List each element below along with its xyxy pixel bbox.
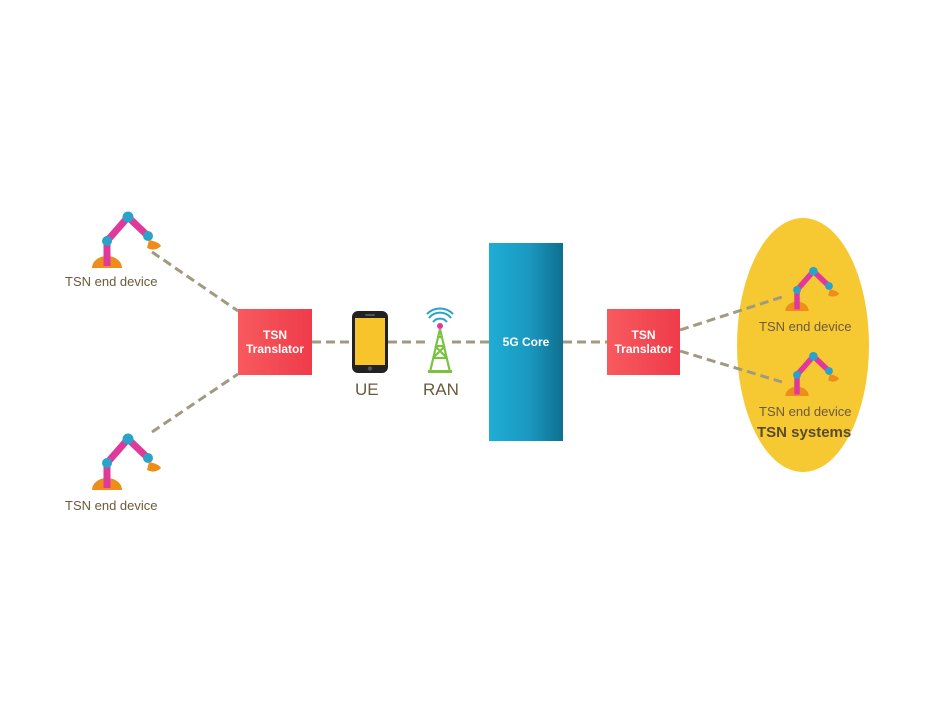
robot-arm-icon: [92, 212, 161, 269]
tsn-translator-right-line2: Translator: [614, 342, 673, 356]
tsn-translator-right-line1: TSN: [631, 328, 656, 342]
link-device-bottom-translator: [151, 372, 239, 434]
tsn-end-device-label: TSN end device: [759, 404, 852, 419]
smartphone-icon: [352, 311, 388, 373]
tsn-translator-left-line2: Translator: [245, 342, 305, 356]
robot-arm-icon: [92, 434, 161, 491]
ue-label: UE: [355, 380, 379, 399]
tsn-translator-right-label: TSN Translator: [607, 328, 680, 356]
tsn-translator-right: [607, 309, 680, 375]
link-device-top-translator: [151, 250, 239, 313]
tsn-end-device-label: TSN end device: [65, 498, 158, 513]
5g-core-block: [489, 243, 563, 441]
ran-label: RAN: [423, 380, 459, 399]
tsn-translator-left: [238, 309, 312, 375]
link-translator-device-bottom: [679, 349, 783, 384]
tsn-end-device-label: TSN end device: [65, 274, 158, 289]
5g-core-label: 5G Core: [502, 335, 550, 349]
link-translator-device-top: [679, 295, 783, 332]
tsn-systems-group: [737, 218, 869, 472]
tsn-end-device-label: TSN end device: [759, 319, 852, 334]
radio-tower-icon: [426, 307, 454, 373]
tsn-translator-left-line1: TSN: [263, 328, 287, 342]
tsn-systems-label: TSN systems: [757, 424, 852, 441]
tsn-translator-left-label: TSN Translator: [238, 328, 312, 356]
connection-links: [151, 250, 783, 434]
